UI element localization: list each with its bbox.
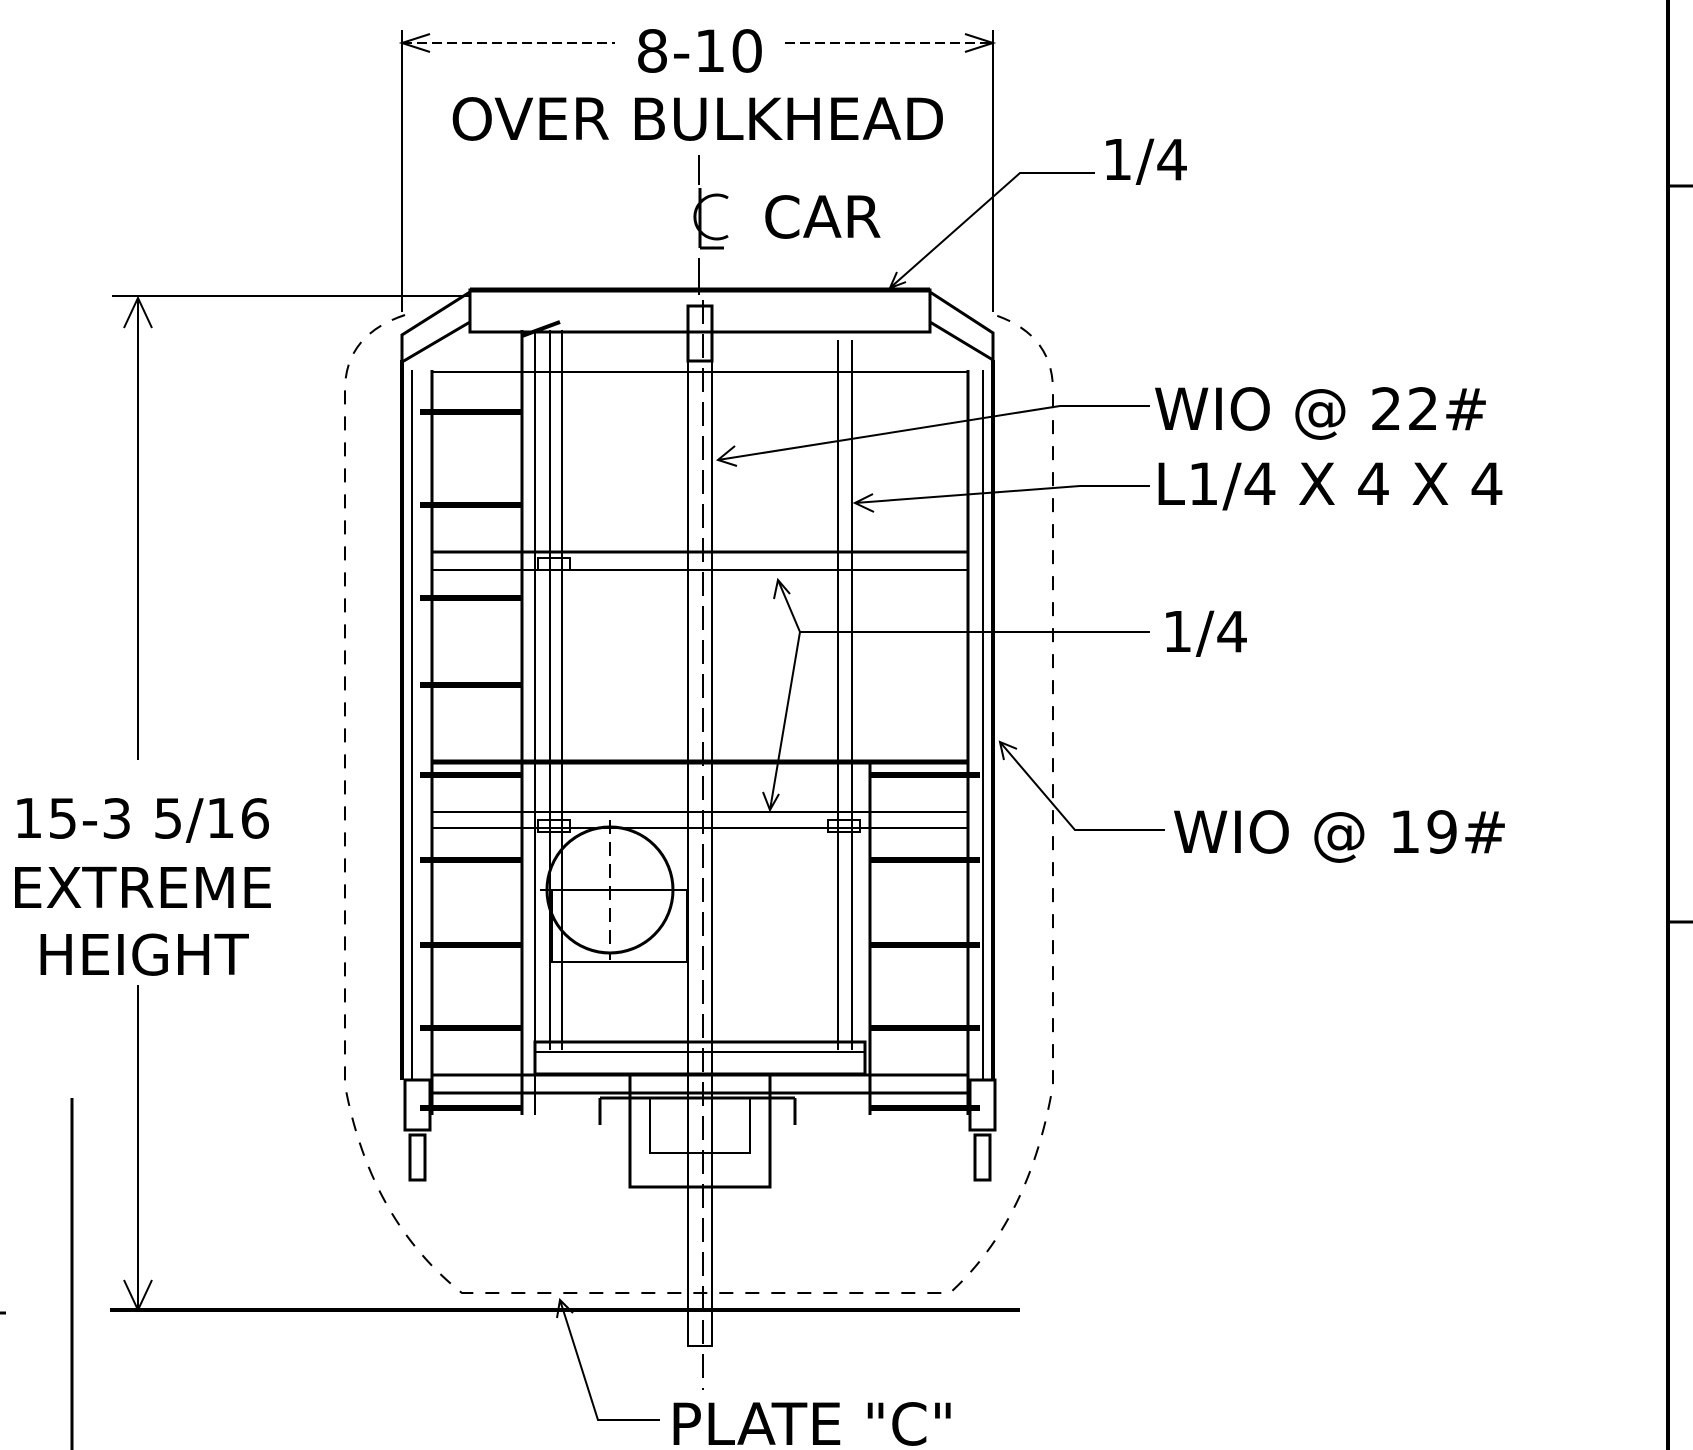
car-centerline — [698, 155, 704, 1390]
plate-c-label: PLATE "C" — [668, 1391, 956, 1450]
height-label: HEIGHT — [35, 924, 250, 989]
width-dimension-label: 8-10 — [634, 18, 766, 86]
over-bulkhead-label: OVER BULKHEAD — [450, 86, 947, 154]
extreme-label: EXTREME — [10, 857, 275, 922]
centerline-icon — [693, 188, 729, 250]
roof-plate-label: 1/4 — [1100, 129, 1190, 194]
labels: 8-10 OVER BULKHEAD CAR 1/4 WIO @ 22# L1/… — [10, 18, 1510, 1450]
car-label: CAR — [762, 184, 882, 252]
leader-lines — [556, 172, 1165, 1421]
car-body — [400, 287, 997, 1347]
w10-22-label: WIO @ 22# — [1153, 376, 1490, 444]
w10-19-label: WIO @ 19# — [1172, 799, 1509, 867]
width-dimension — [398, 30, 997, 312]
angle-label: L1/4 X 4 X 4 — [1153, 451, 1506, 519]
sheet-thickness-label: 1/4 — [1160, 601, 1250, 666]
height-dimension — [110, 295, 1020, 1313]
height-dimension-label: 15-3 5/16 — [12, 788, 273, 851]
plate-c-clearance-outline — [344, 314, 1054, 1294]
